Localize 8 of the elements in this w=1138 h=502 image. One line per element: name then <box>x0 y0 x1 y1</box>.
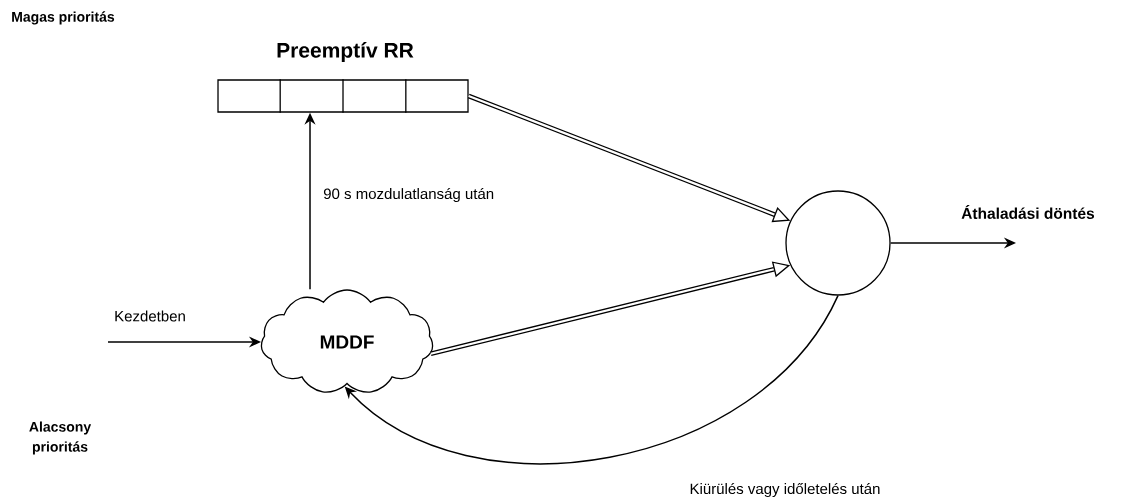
priority-label: Magas prioritás <box>12 11 115 25</box>
edge-label: Áthaladási döntés <box>960 204 1096 220</box>
edge-label: Kezdetben <box>113 309 187 323</box>
circle-shape <box>785 190 891 296</box>
queue-title: Preemptív RR <box>277 42 414 62</box>
priority-label: Alacsony prioritás <box>29 421 92 455</box>
edge-label: 90 s mozdulatlanság után <box>322 186 496 204</box>
edge-label: Kiürülés vagy időletelés után <box>688 481 882 499</box>
